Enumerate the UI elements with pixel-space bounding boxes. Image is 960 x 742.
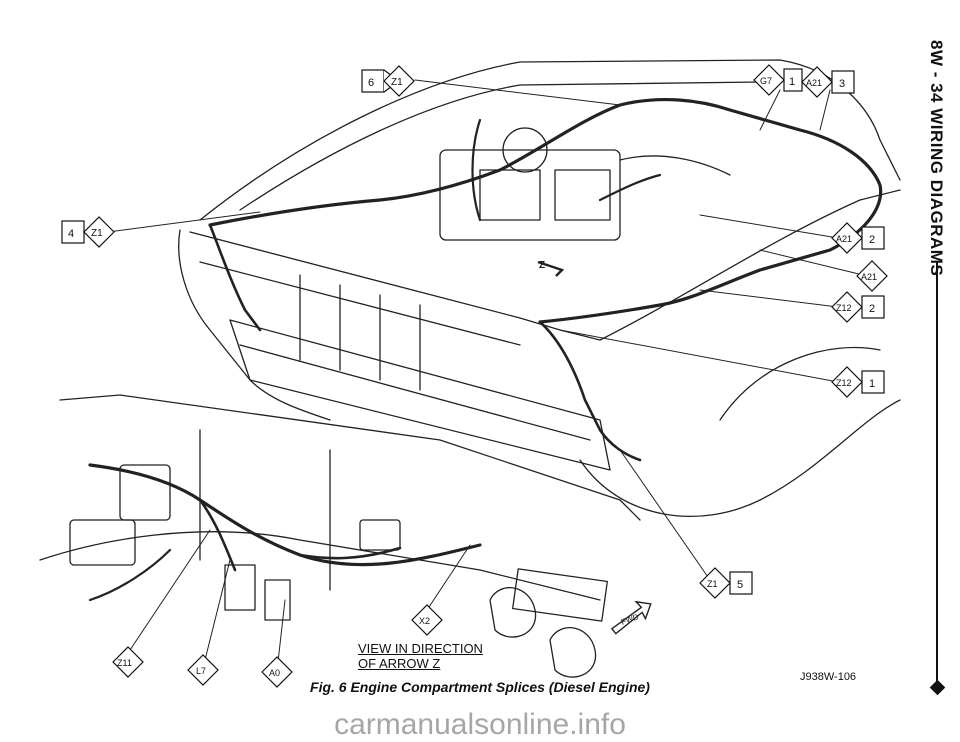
relay-box xyxy=(69,519,136,566)
engine-block xyxy=(439,149,621,241)
view-direction-note: VIEW IN DIRECTION OF ARROW Z xyxy=(358,641,483,671)
lower-view-frame xyxy=(59,394,641,521)
watermark: carmanualsonline.info xyxy=(334,708,626,741)
air-cleaner xyxy=(502,127,548,173)
callout-a21: A21 xyxy=(856,260,888,292)
arrow-z-label: Z xyxy=(539,260,545,271)
callout-z11: Z11 xyxy=(112,646,144,678)
svg-text:Z1: Z1 xyxy=(391,77,403,88)
svg-text:6: 6 xyxy=(368,77,374,89)
right-wheel-arch xyxy=(719,346,881,421)
figure-code: J938W-106 xyxy=(800,671,857,683)
svg-text:4: 4 xyxy=(68,228,74,240)
svg-text:Z11: Z11 xyxy=(117,658,132,668)
callout-a21-2: A21 2 xyxy=(831,222,885,254)
callout-6-z1: 6 Z1 xyxy=(361,65,415,97)
svg-text:A21: A21 xyxy=(836,234,852,244)
svg-text:A21: A21 xyxy=(806,78,822,88)
svg-text:5: 5 xyxy=(737,579,743,591)
svg-text:Z1: Z1 xyxy=(707,579,718,589)
callout-z1-5: Z1 5 xyxy=(699,567,753,599)
view-direction-line2: OF ARROW Z xyxy=(358,656,441,671)
figure-caption: Fig. 6 Engine Compartment Splices (Diese… xyxy=(310,679,650,695)
svg-text:G7: G7 xyxy=(760,76,772,86)
right-fender xyxy=(599,189,901,341)
fwd-arrow: FWD xyxy=(610,600,652,635)
svg-text:A0: A0 xyxy=(269,668,280,678)
callout-a0: A0 xyxy=(261,656,293,688)
callout-z12-1: Z12 1 xyxy=(831,366,885,398)
hood-outline xyxy=(199,59,901,221)
view-direction-line1: VIEW IN DIRECTION xyxy=(358,641,483,656)
grille-panel xyxy=(229,319,611,471)
svg-text:Z12: Z12 xyxy=(836,378,852,388)
horn-left xyxy=(489,587,537,638)
svg-text:2: 2 xyxy=(869,234,875,246)
svg-text:3: 3 xyxy=(839,78,845,90)
svg-text:Z1: Z1 xyxy=(91,228,103,239)
callout-g7-1: G7 1 xyxy=(753,64,803,96)
callout-4-z1: 4 Z1 xyxy=(61,216,115,248)
svg-text:Z12: Z12 xyxy=(836,303,852,313)
main-harness xyxy=(208,97,883,324)
radiator-support xyxy=(189,231,601,341)
svg-text:X2: X2 xyxy=(419,616,430,626)
callout-l7: L7 xyxy=(187,654,219,686)
fwd-label: FWD xyxy=(620,612,640,627)
left-fender xyxy=(178,229,331,421)
svg-text:1: 1 xyxy=(869,378,875,390)
page-header: 8W - 34 WIRING DIAGRAMS xyxy=(927,40,946,277)
svg-text:1: 1 xyxy=(789,76,795,88)
callout-z12-2: Z12 2 xyxy=(831,291,885,323)
lower-harness xyxy=(88,463,482,567)
callout-a21-3: A21 3 xyxy=(801,66,855,98)
svg-text:L7: L7 xyxy=(196,666,206,676)
horn-right xyxy=(549,627,597,678)
callout-x2: X2 xyxy=(411,604,443,636)
svg-text:A21: A21 xyxy=(861,272,877,282)
arrow-z-marker: Z xyxy=(537,260,565,277)
header-rule xyxy=(936,262,938,692)
svg-text:2: 2 xyxy=(869,303,875,315)
